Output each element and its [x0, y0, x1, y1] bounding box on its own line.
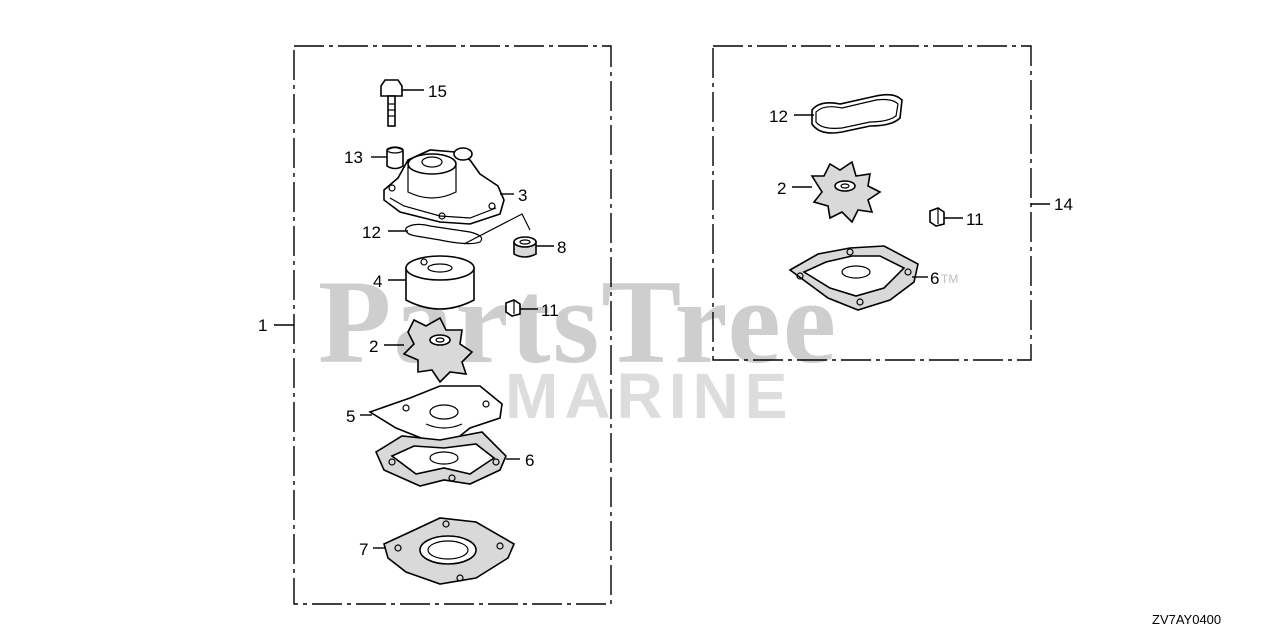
watermark-brand: PartsTree [318, 255, 838, 388]
gasket-part-7 [383, 517, 516, 585]
collar-part-13 [386, 146, 404, 170]
watermark-subbrand: MARINE [505, 360, 793, 432]
callout-11-kit14: 11 [966, 210, 984, 229]
gasket-part-6-kit14 [788, 245, 919, 311]
callout-11: 11 [541, 301, 559, 320]
bolt-part-15 [380, 79, 403, 127]
gasket-part-12-kit14 [811, 93, 903, 134]
key-part-11-kit14 [929, 207, 945, 227]
plate-part-5 [368, 385, 503, 445]
callout-8: 8 [557, 238, 566, 257]
callout-6-kit14: 6 [930, 269, 939, 288]
callout-13: 13 [344, 148, 363, 167]
callout-2: 2 [369, 337, 378, 356]
callout-12-kit14: 12 [769, 107, 788, 126]
kit-14-label: 14 [1054, 195, 1073, 214]
callout-15: 15 [428, 82, 447, 101]
gasket-part-6 [374, 431, 507, 487]
seal-part-8 [513, 236, 537, 258]
callout-3: 3 [518, 186, 527, 205]
callout-2-kit14: 2 [777, 179, 786, 198]
liner-part-4 [405, 255, 475, 310]
kit-1-label: 1 [258, 316, 267, 335]
callout-12: 12 [362, 223, 381, 242]
watermark-trademark: TM [941, 272, 958, 286]
key-part-11 [505, 299, 521, 317]
kit-14-frame [712, 45, 1032, 361]
kit-1-frame [293, 45, 612, 605]
impeller-part-2-kit14 [810, 160, 882, 224]
pump-housing-part-3 [383, 147, 505, 225]
callout-6: 6 [525, 451, 534, 470]
seal-guide-lines [463, 213, 531, 245]
callout-5: 5 [346, 407, 355, 426]
callout-4: 4 [373, 272, 382, 291]
callout-7: 7 [359, 540, 368, 559]
watermark: PartsTree MARINE TM [318, 255, 958, 432]
impeller-part-2 [402, 316, 474, 384]
drawing-code: ZV7AY0400 [1152, 612, 1221, 627]
gasket-part-12 [405, 223, 483, 245]
